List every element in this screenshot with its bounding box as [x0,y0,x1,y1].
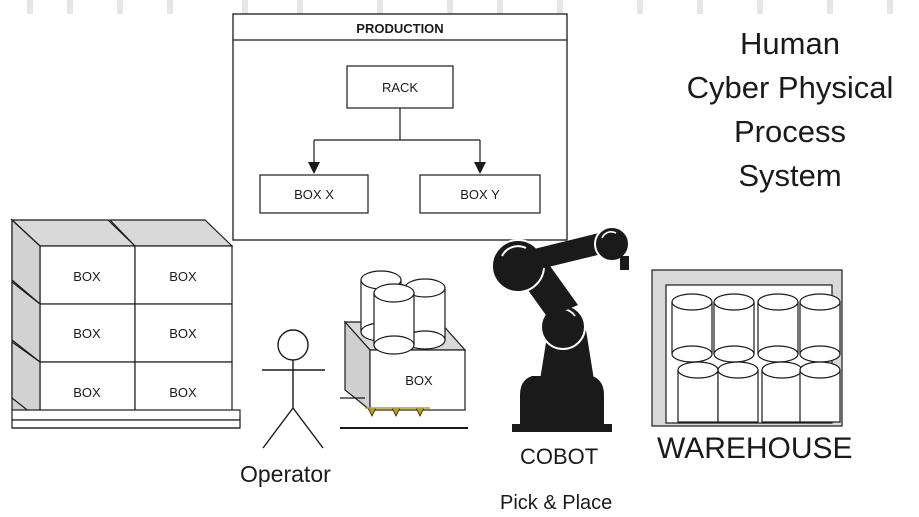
box-x-label: BOX X [294,187,334,202]
warehouse-label: WAREHOUSE [657,432,853,465]
diagram-title: Human Cyber Physical Process System [660,22,919,198]
box-label: BOX [73,326,101,341]
conveyor-station [340,270,468,429]
conveyor-box-label: BOX [405,373,433,388]
cobot-robot-icon [491,226,630,432]
warehouse-rack [651,269,843,427]
box-y-node [419,174,541,214]
box-label: BOX [73,269,101,284]
title-line-2: Cyber Physical [686,70,894,105]
cobot-label: COBOT [520,444,599,469]
faint-header-strip [27,0,893,14]
box-label: BOX [169,326,197,341]
rack-node [346,65,454,109]
title-line-1: Human [740,26,840,61]
production-panel: PRODUCTION RACK BOX X BOX Y [232,13,568,241]
box-label: BOX [169,269,197,284]
operator-label: Operator [240,461,331,487]
title-line-4: System [738,158,842,193]
rack-label: RACK [382,80,418,95]
title-line-3: Process [734,114,846,149]
box-label: BOX [73,385,101,400]
pallet-stack [10,218,241,429]
box-label: BOX [169,385,197,400]
pick-place-label: Pick & Place [500,492,613,514]
box-x-node [259,174,369,214]
production-title: PRODUCTION [356,21,443,36]
operator-figure-icon [262,329,325,449]
tree-connector [308,108,486,174]
pallet-box-labels: BOX BOX BOX BOX BOX BOX [73,269,197,400]
box-y-label: BOX Y [460,187,500,202]
